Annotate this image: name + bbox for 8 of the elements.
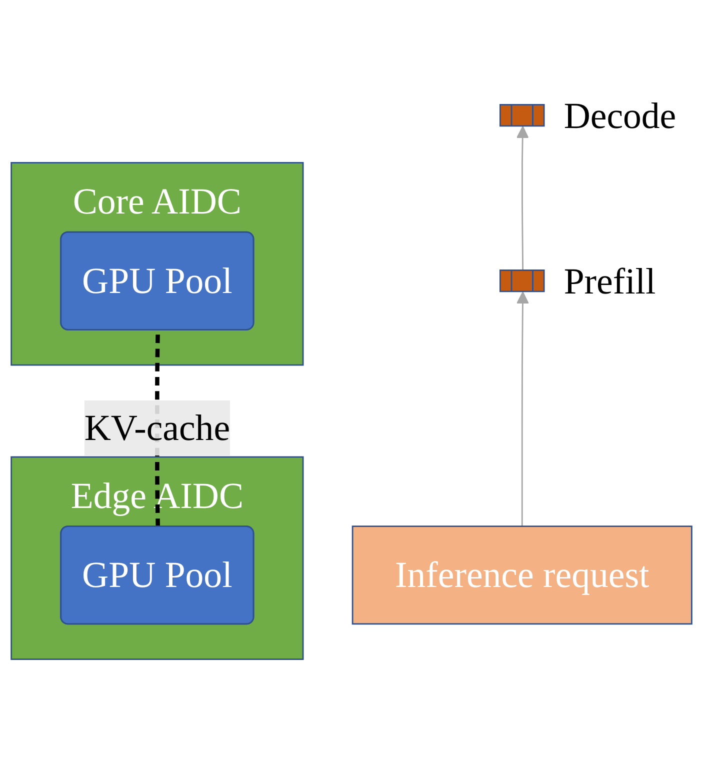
- stage-label: Prefill: [564, 260, 656, 302]
- edge-label: KV-cache: [84, 407, 230, 448]
- node-bar: [499, 104, 545, 127]
- node-box: Inference request: [352, 526, 692, 625]
- arrow: [516, 292, 529, 526]
- arrow: [516, 126, 529, 271]
- node-bar: [499, 270, 545, 292]
- stage-label: Decode: [564, 95, 676, 136]
